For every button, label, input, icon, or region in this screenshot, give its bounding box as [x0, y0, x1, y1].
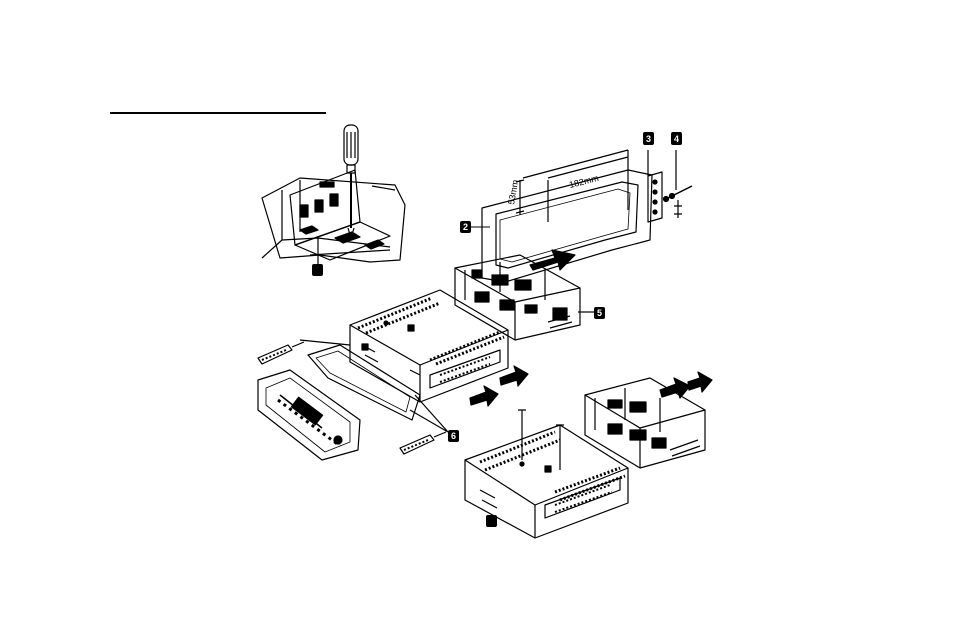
trim-ring: [308, 345, 420, 420]
svg-text:2: 2: [463, 222, 468, 232]
mounting-bracket: [648, 150, 692, 222]
callout-4: 4: [671, 132, 682, 145]
dimension-height: 53mm: [506, 179, 520, 205]
callout-7: [486, 515, 497, 527]
dashboard-mount-assembly: [262, 125, 405, 265]
dimension-width: 182mm: [568, 173, 600, 190]
front-panel: [258, 370, 360, 460]
callout-1: [312, 264, 323, 276]
callout-5: 5: [594, 307, 605, 319]
svg-text:3: 3: [646, 134, 651, 144]
spare-sleeve: [585, 378, 705, 468]
svg-text:6: 6: [451, 431, 456, 441]
svg-text:5: 5: [597, 308, 602, 318]
radio-chassis: [350, 290, 508, 402]
svg-text:4: 4: [674, 134, 679, 144]
insert-arrows: [470, 366, 712, 406]
callout-2: 2: [460, 221, 490, 233]
callout-6: 6: [448, 430, 459, 442]
callout-3: 3: [643, 132, 654, 145]
